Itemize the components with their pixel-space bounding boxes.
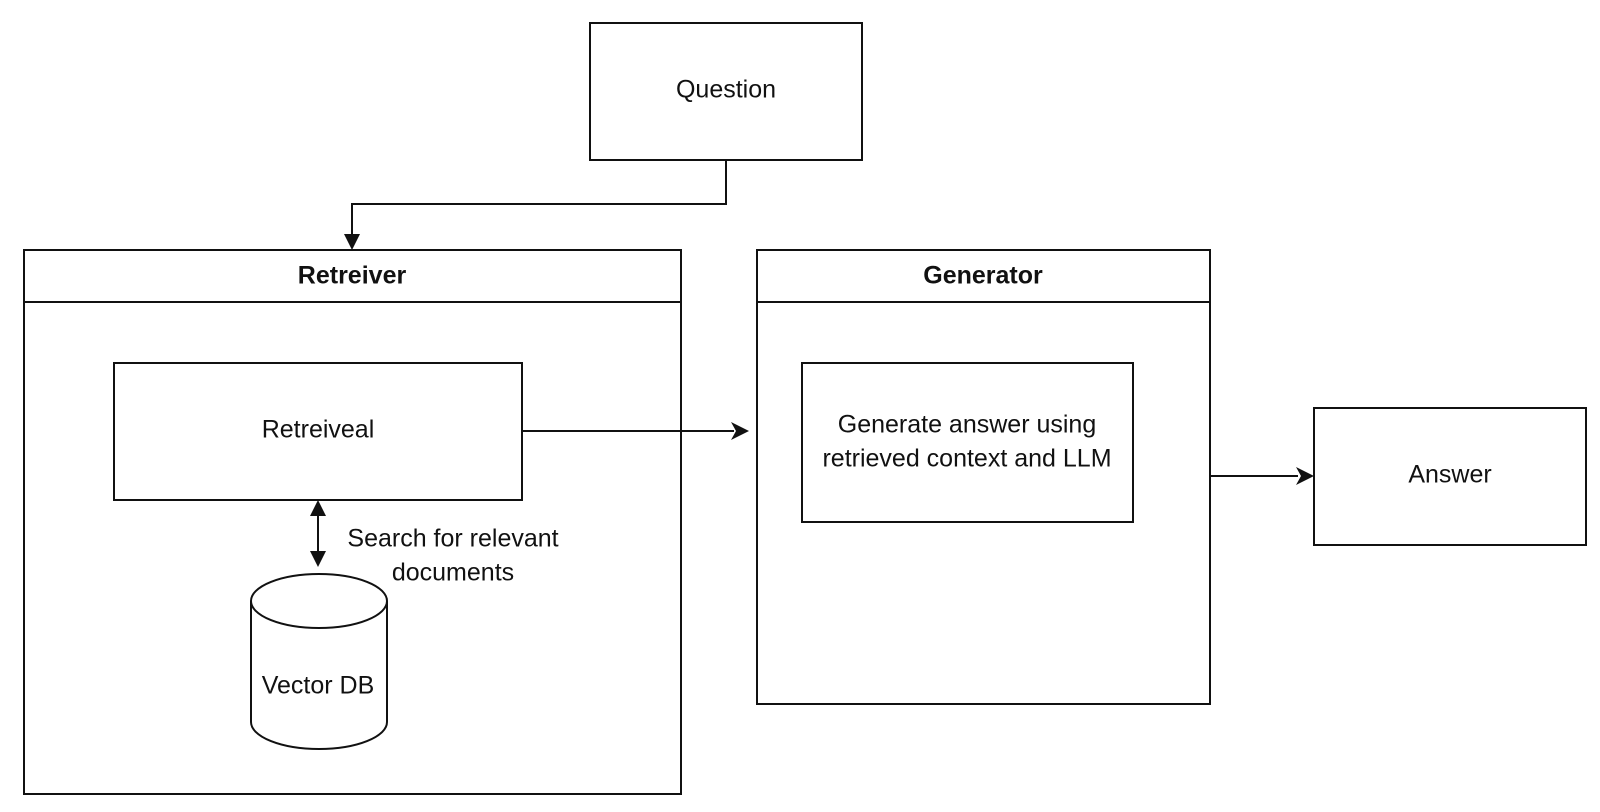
retrieval-to-generator-edge	[522, 422, 749, 440]
vector-db-label: Vector DB	[262, 672, 375, 700]
answer-node: Answer	[1313, 407, 1587, 546]
question-box	[589, 22, 863, 161]
retrieval-to-generator-arrowhead	[731, 422, 749, 440]
vector-db-body	[250, 601, 388, 750]
generator-to-answer-edge	[1210, 467, 1314, 485]
generate-answer-node: Generate answer using retrieved context …	[801, 362, 1134, 523]
vector-db-top	[250, 573, 388, 629]
search-label-line2: documents	[392, 559, 514, 587]
retrieval-label: Retreiveal	[262, 416, 375, 444]
vector-db-node: Vector DB	[250, 573, 388, 750]
generator-to-answer-arrowhead	[1296, 467, 1314, 485]
retrieval-node: Retreiveal	[113, 362, 523, 501]
generate-answer-line2: retrieved context and LLM	[822, 445, 1111, 473]
generate-answer-line1: Generate answer using	[838, 411, 1096, 439]
question-label: Question	[676, 76, 776, 104]
retriever-title: Retreiver	[298, 262, 407, 290]
generate-answer-box	[801, 362, 1134, 523]
question-to-retriever-arrowhead	[344, 234, 360, 250]
search-arrow-up-head	[310, 500, 326, 516]
answer-label: Answer	[1408, 461, 1491, 489]
generator-title: Generator	[923, 262, 1043, 290]
search-arrow-down-head	[310, 551, 326, 567]
question-node: Question	[589, 22, 863, 161]
search-label-line1: Search for relevant	[347, 525, 558, 553]
answer-box	[1313, 407, 1587, 546]
retrieval-box	[113, 362, 523, 501]
question-to-retriever-edge	[344, 160, 727, 250]
search-arrow	[310, 500, 326, 567]
question-to-retriever-line	[351, 160, 727, 236]
